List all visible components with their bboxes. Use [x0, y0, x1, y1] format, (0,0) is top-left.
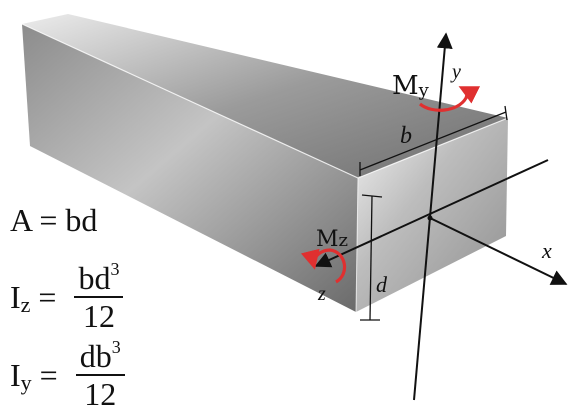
beam-top-face: [22, 14, 508, 178]
axis-x-label: x: [541, 238, 552, 263]
x-axis: [429, 217, 568, 285]
formula-iz-symbol: I: [10, 279, 21, 315]
moment-z-label: Mz: [316, 227, 348, 252]
formula-iy-exponent: 3: [111, 337, 121, 357]
formula-iy-eq: =: [39, 357, 58, 393]
moment-z-arrow: [300, 248, 347, 284]
axis-z-label: z: [317, 283, 326, 305]
formula-iy-denominator: 12: [84, 376, 117, 412]
formula-iz-exponent: 3: [110, 259, 120, 279]
formula-area-eq: =: [39, 202, 58, 238]
formula-iz-numerator: bd: [78, 260, 111, 296]
centroid-point: [427, 215, 433, 221]
formula-area-rhs: bd: [65, 202, 98, 238]
z-axis: [314, 159, 549, 268]
width-b-label: b: [400, 123, 412, 149]
formula-iz-denominator: 12: [82, 298, 115, 334]
formula-iz-fraction: bd3 12: [74, 259, 124, 334]
formula-area-lhs: A: [10, 202, 32, 238]
beam-front-face: [356, 118, 508, 312]
formula-iz-eq: =: [38, 279, 57, 315]
formula-iy-symbol: I: [10, 357, 21, 393]
formula-iy-numerator: db: [79, 338, 112, 374]
moment-y-arrow: [418, 86, 481, 112]
formula-iy-fraction: db3 12: [75, 337, 125, 412]
dimension-b-line: [359, 111, 507, 171]
formula-area: A = bd: [10, 204, 97, 236]
axis-y-label: y: [450, 61, 461, 83]
formula-iz: Iz = bd3 12: [10, 259, 124, 334]
formula-iz-subscript: z: [20, 292, 31, 317]
depth-d-label: d: [376, 272, 388, 297]
moment-y-label: My: [392, 71, 430, 101]
formula-iy: Iy = db3 12: [10, 337, 125, 412]
formula-iy-subscript: y: [20, 370, 32, 395]
dimension-d-line: [369, 195, 373, 321]
beam-side-face: [22, 24, 358, 312]
